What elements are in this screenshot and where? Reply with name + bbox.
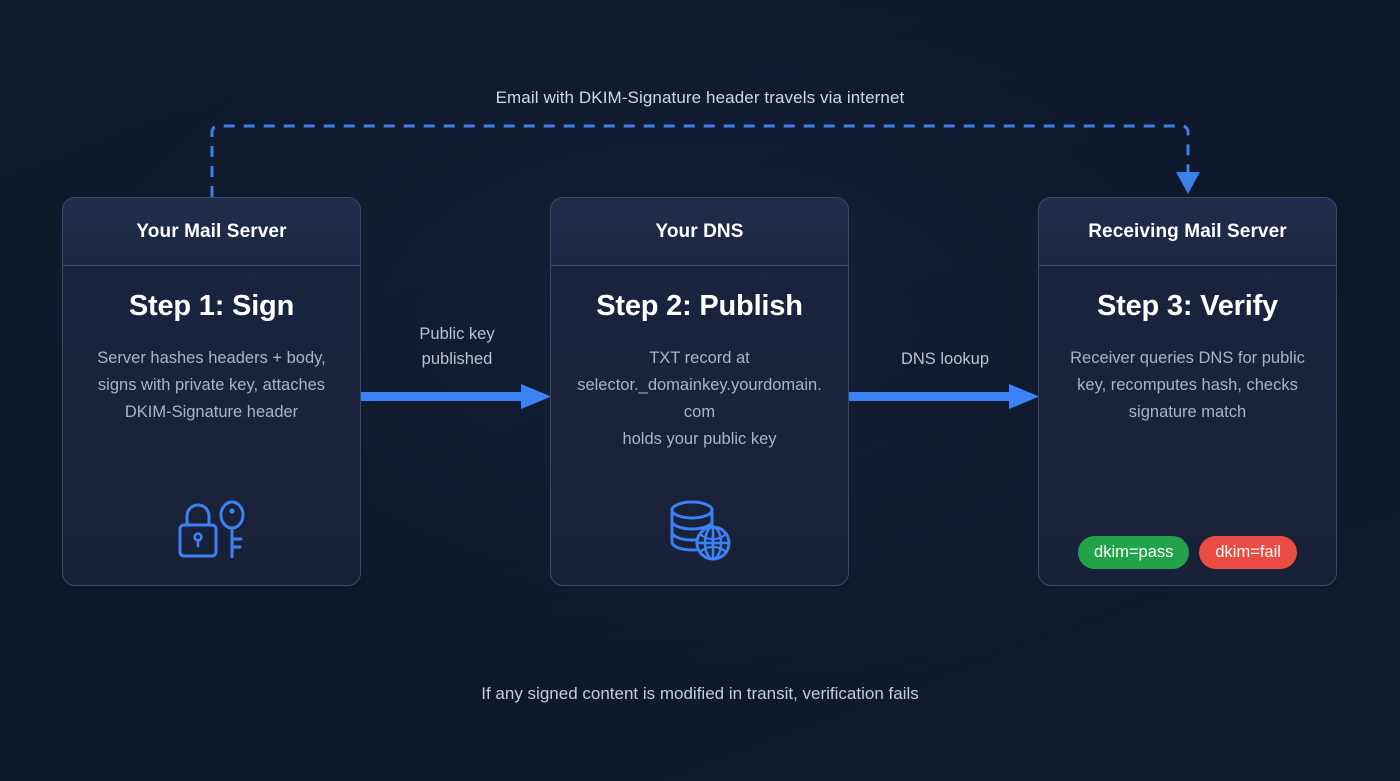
icon-area: [667, 475, 733, 585]
arrow-label-line-2: published: [421, 350, 493, 368]
footer-note: If any signed content is modified in tra…: [481, 684, 919, 703]
card-body: Step 2: Publish TXT record at selector._…: [551, 266, 848, 585]
internet-path-caption: Email with DKIM-Signature header travels…: [495, 88, 905, 107]
step-description: Receiver queries DNS for public key, rec…: [1070, 349, 1305, 421]
step-title: Step 1: Sign: [128, 290, 295, 322]
arrow-shape: [361, 384, 551, 409]
card-header-title: Receiving Mail Server: [1088, 220, 1287, 242]
arrow-label-line-1: DNS lookup: [900, 350, 990, 368]
icon-area: [177, 475, 247, 585]
status-badge-dkim-pass[interactable]: dkim=pass: [1078, 535, 1190, 569]
database-globe-icon: [670, 500, 730, 561]
step-description-line-1: TXT record at: [649, 349, 750, 367]
card-header: Receiving Mail Server: [1039, 198, 1336, 266]
step-description: Server hashes headers + body, signs with…: [97, 349, 326, 421]
step-title: Step 2: Publish: [596, 290, 803, 322]
card-body: Step 1: Sign Server hashes headers + bod…: [63, 266, 360, 585]
arrow-public-key-published: Public key published: [361, 322, 553, 412]
card-body: Step 3: Verify Receiver queries DNS for …: [1039, 266, 1336, 585]
arrow-label: DNS lookup: [849, 347, 1041, 372]
lock-and-key-icon: [178, 500, 244, 559]
card-receiving-mail-server[interactable]: Receiving Mail Server Step 3: Verify Rec…: [1038, 197, 1337, 586]
card-header: Your DNS: [551, 198, 848, 266]
card-your-dns[interactable]: Your DNS Step 2: Publish TXT record at s…: [550, 197, 849, 586]
step-title: Step 3: Verify: [1097, 290, 1278, 322]
card-header-title: Your DNS: [655, 220, 744, 242]
card-header-title: Your Mail Server: [136, 220, 287, 242]
arrow-shape: [849, 384, 1039, 409]
card-header: Your Mail Server: [63, 198, 360, 266]
step-description-line-2: selector._domainkey.yourdomain.com: [577, 376, 822, 421]
arrow-label-line-1: Public key: [419, 325, 495, 343]
status-badge-dkim-fail[interactable]: dkim=fail: [1199, 535, 1297, 569]
card-your-mail-server[interactable]: Your Mail Server Step 1: Sign Server has…: [62, 197, 361, 586]
verification-result-badges: dkim=pass dkim=fail: [1078, 535, 1297, 569]
step-description-line-3: holds your public key: [622, 430, 777, 448]
step-description: TXT record at selector._domainkey.yourdo…: [574, 345, 826, 453]
arrow-dns-lookup: DNS lookup: [849, 322, 1041, 412]
arrow-label: Public key published: [361, 322, 553, 372]
